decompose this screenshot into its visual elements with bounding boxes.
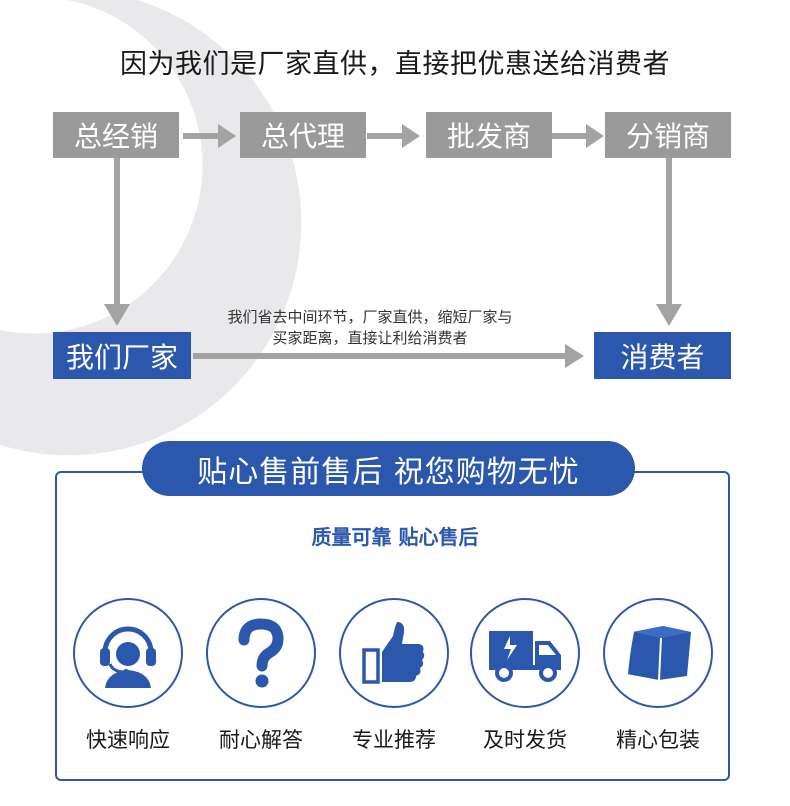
- page-headline: 因为我们是厂家直供，直接把优惠送给消费者: [120, 49, 670, 80]
- feature-label: 及时发货: [483, 728, 567, 752]
- feature-professional-recommendation: 专业推荐: [339, 598, 449, 754]
- shortcut-note-line2: 买家距离，直接让利给消费者: [272, 329, 468, 347]
- feature-patient-answers: 耐心解答: [206, 598, 316, 754]
- headset-agent-icon: [100, 626, 156, 688]
- chain-box-general-distributor: 总经销: [53, 112, 179, 158]
- feature-timely-delivery: 及时发货: [470, 598, 580, 754]
- feature-fast-response: 快速响应: [73, 598, 183, 754]
- shortcut-note-line1: 我们省去中间环节，厂家直供，缩短厂家与: [227, 308, 513, 326]
- chain-box-wholesaler: 批发商: [426, 112, 552, 158]
- chain-box-general-agent: 总代理: [240, 112, 366, 158]
- package-box-icon: [626, 626, 691, 681]
- feature-label: 耐心解答: [219, 728, 303, 752]
- feature-icon-circle: [470, 598, 580, 708]
- feature-icon-circle: [73, 598, 183, 708]
- thumbs-up-icon: [362, 622, 425, 684]
- feature-label: 快速响应: [86, 728, 170, 752]
- feature-icon-circle: [206, 598, 316, 708]
- delivery-truck-icon: [489, 631, 561, 682]
- shortcut-note: 我们省去中间环节，厂家直供，缩短厂家与 买家距离，直接让利给消费者: [180, 307, 560, 349]
- feature-careful-packaging: 精心包装: [603, 598, 713, 754]
- feature-icon-circle: [603, 598, 713, 708]
- factory-box: 我们厂家: [53, 332, 191, 379]
- question-mark-icon: [238, 618, 284, 688]
- consumer-box: 消费者: [594, 332, 731, 379]
- feature-label: 精心包装: [616, 728, 700, 752]
- service-banner: 贴心售前售后 祝您购物无忧: [142, 441, 635, 496]
- chain-box-sub-distributor: 分销商: [605, 112, 731, 158]
- service-subtitle: 质量可靠 贴心售后: [311, 525, 479, 549]
- feature-icon-circle: [339, 598, 449, 708]
- feature-label: 专业推荐: [352, 728, 436, 752]
